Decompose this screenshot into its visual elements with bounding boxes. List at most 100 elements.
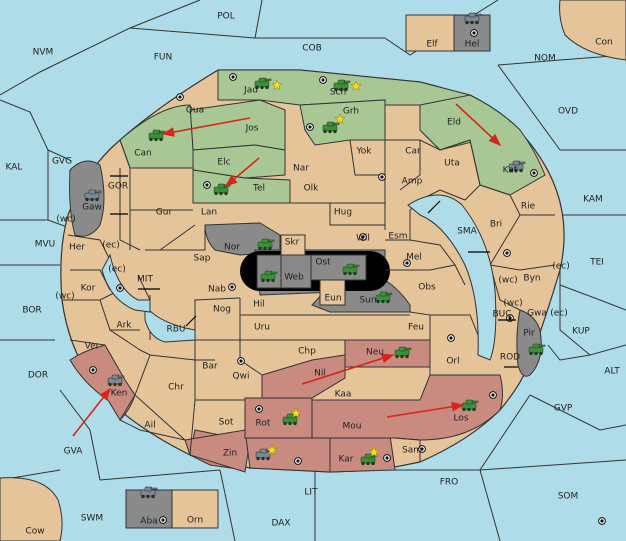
province-neu[interactable]: [344, 339, 431, 368]
sc-yok: [378, 173, 386, 181]
provinces-label-kat: Kat: [503, 166, 518, 176]
province-jos[interactable]: [189, 99, 286, 151]
provinces-label-ark: Ark: [116, 321, 132, 331]
provinces-label-nar: Nar: [293, 164, 309, 174]
province-eun[interactable]: [319, 279, 346, 306]
sea_labels-label-mit: MIT: [137, 275, 153, 285]
provinces-label-sch: Sch: [330, 88, 346, 98]
provinces-label-feu: Feu: [408, 323, 424, 333]
province-orn[interactable]: [171, 489, 219, 529]
sc-zin: [294, 457, 302, 465]
sea_labels-label-nom: NOM: [534, 54, 556, 64]
sc-sch: [319, 76, 327, 84]
provinces-label-nor: Nor: [224, 243, 240, 253]
coast_labels-label-ec1: (ec): [102, 241, 120, 251]
provinces-label-uru: Uru: [254, 323, 270, 333]
provinces-label-zin: Zin: [223, 449, 237, 459]
provinces-label-ken: Ken: [111, 389, 128, 399]
sea_labels-label-cob: COB: [302, 44, 322, 54]
sea-mit-channel: [101, 253, 151, 313]
sea_labels-label-sma: SMA: [457, 227, 477, 237]
provinces-label-qwi: Qwi: [233, 372, 250, 382]
sea_labels-label-nvm: NVM: [33, 48, 54, 58]
sc-grh: [306, 123, 314, 131]
provinces-label-nog: Nog: [213, 305, 231, 315]
provinces-label-gaw: Gaw: [82, 203, 102, 213]
coast_labels-label-ec4: (ec): [550, 309, 568, 319]
sc-tel: [203, 181, 211, 189]
sc-qua: [176, 93, 184, 101]
sea_labels-label-rbu: RBU: [166, 325, 185, 335]
provinces-label-rie: Rie: [521, 202, 536, 212]
provinces-label-elf: Elf: [426, 40, 438, 50]
sea_labels-label-gva: GVA: [64, 447, 84, 457]
provinces-label-ail: Ail: [144, 421, 155, 431]
province-pir[interactable]: [516, 309, 542, 377]
provinces-label-hel: Hel: [465, 40, 480, 50]
provinces-label-chp: Chp: [298, 347, 316, 357]
provinces-label-elc: Elc: [217, 158, 230, 168]
sea-rbu-channel: [144, 303, 196, 343]
provinces-label-nab: Nab: [208, 285, 226, 295]
provinces-label-gur: Gur: [156, 208, 173, 218]
provinces-label-kar: Kar: [339, 455, 354, 465]
sea_labels-label-buc: BUC: [492, 310, 511, 320]
provinces-label-esm: Esm: [388, 232, 407, 242]
province-skr[interactable]: [280, 234, 306, 256]
province-elf[interactable]: [405, 14, 455, 52]
provinces-label-lan: Lan: [201, 208, 217, 218]
provinces-label-web: Web: [284, 273, 304, 283]
sea_labels-label-dax: DAX: [271, 519, 290, 529]
provinces-label-bar: Bar: [202, 362, 218, 372]
provinces-label-hug: Hug: [334, 208, 352, 218]
sc-qwi: [237, 357, 245, 365]
sea-sma-channel: [407, 194, 497, 361]
provinces-label-aba: Aba: [140, 517, 157, 527]
provinces-label-sot: Sot: [219, 418, 234, 428]
provinces-label-jad: Jad: [243, 86, 258, 96]
provinces-label-bri: Bri: [490, 220, 502, 230]
sea_labels-label-gor: GOR: [108, 182, 128, 192]
provinces-label-eun: Eun: [324, 294, 341, 304]
province-zin[interactable]: [184, 429, 251, 473]
provinces-label-yok: Yok: [355, 147, 372, 157]
province-nil[interactable]: [261, 354, 346, 399]
coast_labels-label-wc2: (wc): [55, 292, 74, 302]
provinces-label-kor: Kor: [81, 284, 96, 294]
provinces-label-gwa: Gwa: [527, 309, 547, 319]
provinces-label-car: Car: [405, 147, 421, 157]
passage-arrows: [110, 175, 518, 368]
province-kar[interactable]: [329, 434, 396, 473]
sea_labels-label-som: SOM: [558, 492, 579, 502]
provinces-label-los: Los: [453, 414, 468, 424]
sc-orl: [447, 334, 455, 342]
sea_labels-label-swm: SWM: [81, 514, 103, 524]
sea_labels-label-mvu: MVU: [35, 240, 56, 250]
coast_labels-label-wc3: (wc): [498, 276, 517, 286]
province-ken[interactable]: [69, 344, 136, 421]
provinces-label-olk: Olk: [304, 184, 320, 194]
provinces-label-her: Her: [69, 243, 85, 253]
sea_labels-label-gvp: GVP: [554, 404, 573, 414]
province-cow[interactable]: [0, 477, 63, 541]
provinces-label-obs: Obs: [418, 283, 436, 293]
provinces-label-tel: Tel: [252, 184, 265, 194]
provinces-label-jos: Jos: [245, 124, 259, 134]
sea_labels-label-kup: KUP: [572, 327, 590, 337]
sc-byn: [503, 249, 511, 257]
provinces-label-neu: Neu: [366, 348, 384, 358]
province-web[interactable]: [280, 254, 312, 289]
provinces-label-eld: Eld: [447, 118, 461, 128]
provinces-label-qua: Qua: [186, 106, 204, 116]
sea_labels-label-fun: FUN: [154, 53, 173, 63]
order-arrows: [72, 103, 502, 437]
sc-kor: [116, 284, 124, 292]
sea_labels-label-tei: TEI: [589, 258, 604, 268]
coast_labels-label-wc4: (wc): [503, 299, 522, 309]
province-con[interactable]: [559, 0, 626, 61]
sea_labels-label-bor: BOR: [22, 306, 41, 316]
provinces-label-mou: Mou: [343, 422, 362, 432]
provinces-label-sap: Sap: [194, 254, 211, 264]
